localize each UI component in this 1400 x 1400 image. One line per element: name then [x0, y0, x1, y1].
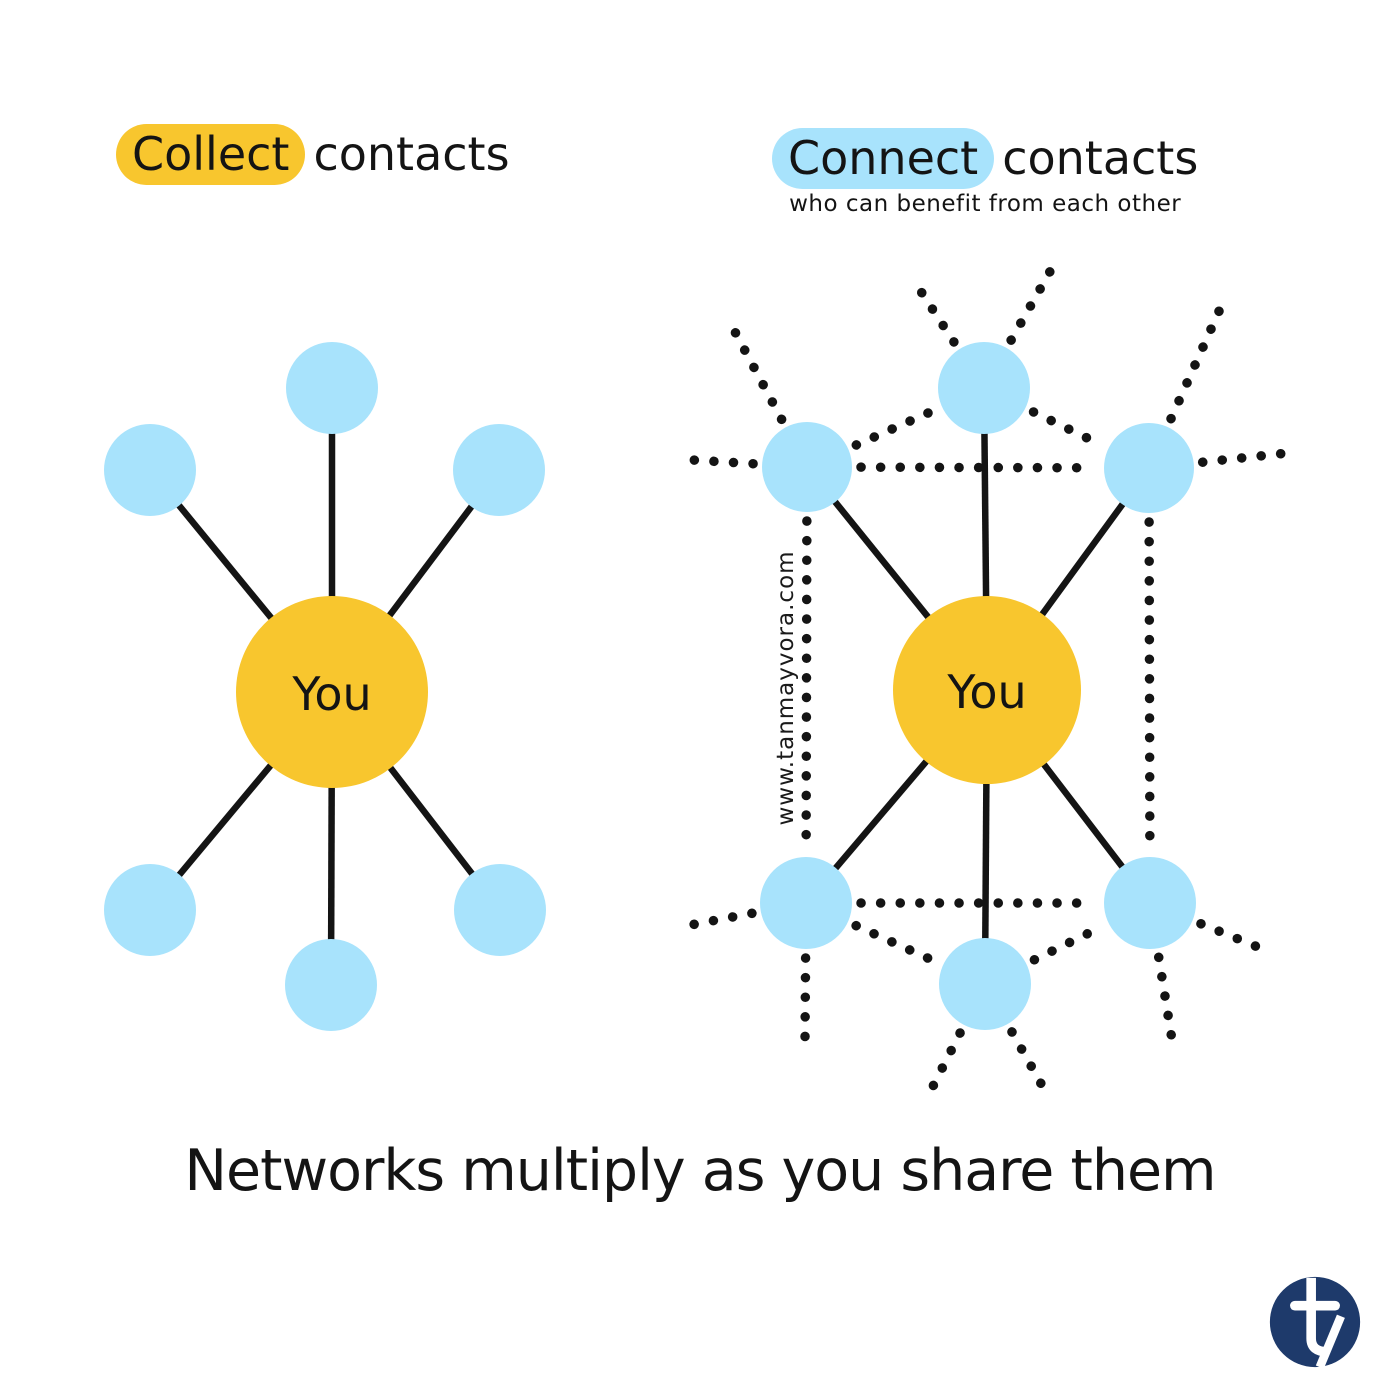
dotted-ray: [1197, 447, 1302, 467]
dotted-ray: [675, 908, 757, 932]
contact-node-bottom: [285, 939, 377, 1031]
contact-node-lower-right: [1104, 857, 1196, 949]
dotted-edge: [856, 462, 1100, 473]
dotted-edge: [851, 405, 939, 450]
caption: Networks multiply as you share them: [184, 1138, 1216, 1204]
connect-highlight: Connect: [772, 128, 995, 190]
dotted-ray: [921, 1028, 965, 1105]
dotted-edge: [1029, 922, 1106, 965]
dotted-ray: [1006, 263, 1057, 345]
logo-slash: [1315, 1314, 1345, 1369]
connect-header-row: Connect contacts: [772, 128, 1199, 190]
right-network: You: [671, 263, 1302, 1105]
contact-node-lower-right: [454, 864, 546, 956]
contact-node-upper-right: [1104, 423, 1194, 513]
connect-header-text: contacts: [1002, 131, 1199, 185]
dotted-ray: [800, 953, 811, 1045]
dotted-ray: [729, 325, 787, 425]
left-network: You: [104, 342, 546, 1031]
collect-header-text: contacts: [313, 127, 510, 181]
dotted-ray: [1196, 919, 1275, 957]
contact-node-bottom: [939, 938, 1031, 1030]
contact-node-upper-right: [453, 424, 545, 516]
dotted-ray: [1153, 952, 1178, 1051]
watermark: www.tanmayvora.com: [773, 550, 799, 826]
contact-node-lower-left: [760, 857, 852, 949]
contact-node-lower-left: [104, 864, 196, 956]
you-node: [236, 596, 428, 788]
logo-svg: [1269, 1276, 1361, 1369]
contact-node-upper-left: [104, 424, 196, 516]
dotted-edge: [1144, 517, 1155, 853]
connect-subtitle: who can benefit from each other: [789, 191, 1182, 218]
dotted-ray: [671, 454, 758, 469]
collect-highlight: Collect: [116, 124, 306, 186]
you-node: [893, 596, 1081, 784]
you-label: You: [291, 667, 371, 721]
dotted-ray: [1166, 295, 1229, 424]
dotted-edge: [1028, 407, 1106, 450]
contact-node-top: [286, 342, 378, 434]
collect-header: Collect contacts: [116, 124, 510, 186]
tanmayvora-logo: [1267, 1274, 1363, 1370]
dotted-ray: [915, 285, 959, 347]
dotted-edge: [851, 920, 940, 967]
contact-node-upper-left: [762, 422, 852, 512]
contact-node-top: [938, 342, 1030, 434]
connect-header: Connect contacts who can benefit from ea…: [772, 128, 1198, 217]
you-label: You: [946, 665, 1026, 719]
dotted-edge: [801, 516, 812, 853]
dotted-ray: [1007, 1027, 1053, 1101]
